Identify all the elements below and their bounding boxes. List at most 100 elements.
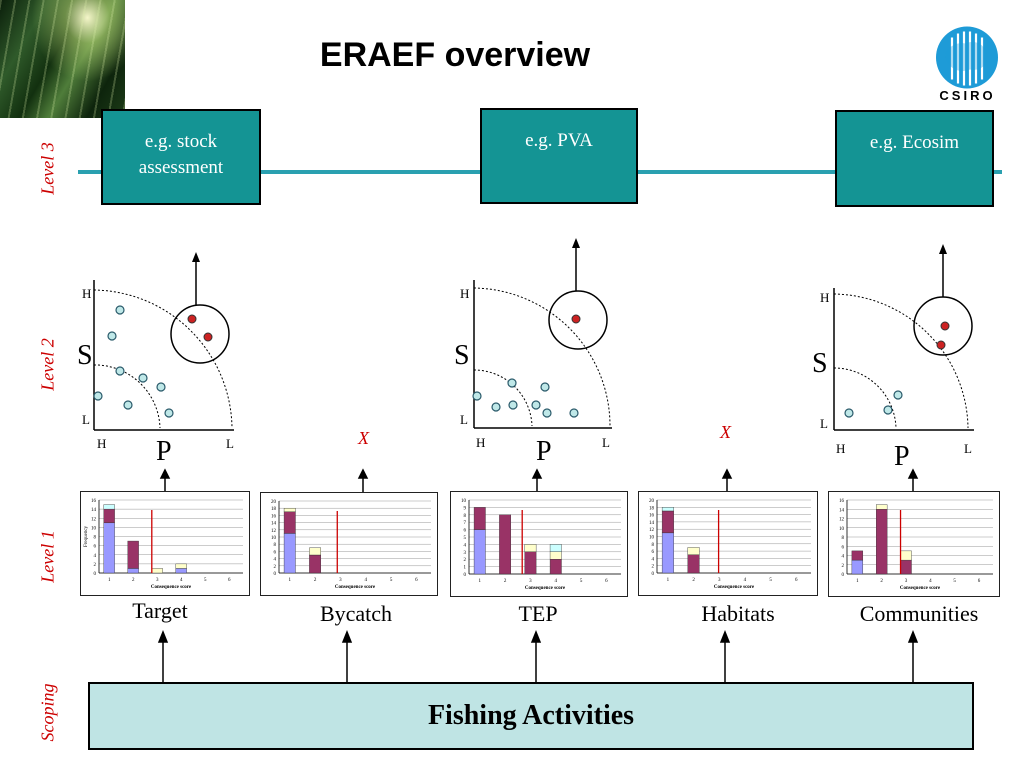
chart-y-tick-label: 14 xyxy=(91,508,97,513)
chart-y-tick-label: 12 xyxy=(91,517,97,522)
chart-bar xyxy=(661,510,674,534)
level-3-label: Level 3 xyxy=(37,142,58,195)
component-label-habitats: Habitats xyxy=(701,601,775,626)
chart-y-tick-label: 12 xyxy=(649,528,655,533)
chart-x-tick-label: 2 xyxy=(314,578,317,583)
psa-y-low-label: L xyxy=(82,412,90,427)
chart-y-tick-label: 8 xyxy=(652,543,655,548)
psa-inner-risk-arc xyxy=(473,369,533,427)
chart-x-tick-label: 5 xyxy=(953,579,956,584)
chart-y-tick-label: 12 xyxy=(839,518,845,523)
chart-y-tick-label: 10 xyxy=(91,526,97,531)
chart-y-tick-label: 1 xyxy=(464,566,467,571)
chart-y-tick-label: 18 xyxy=(649,506,655,511)
chart-y-tick-label: 0 xyxy=(274,572,277,577)
chart-x-tick-label: 4 xyxy=(929,579,932,584)
chart-y-tick-label: 20 xyxy=(649,499,655,504)
psa-plot-tep: H L S H L P xyxy=(454,238,612,467)
level-2-label: Level 2 xyxy=(37,338,58,391)
chart-x-tick-label: 1 xyxy=(479,579,482,584)
psa-point xyxy=(883,405,893,415)
chart-bar xyxy=(473,507,486,530)
chart-x-axis-label: Consequence score xyxy=(335,585,376,590)
chart-bar xyxy=(549,544,562,553)
chart-y-tick-label: 10 xyxy=(271,536,277,541)
arrow-head-icon xyxy=(341,629,353,643)
chart-y-tick-label: 0 xyxy=(652,572,655,577)
chart-bar xyxy=(524,544,537,553)
chart-y-tick-label: 8 xyxy=(274,543,277,548)
psa-x-low-label: L xyxy=(964,441,972,456)
arrow-head-icon xyxy=(157,629,169,643)
psa-x-high-label: H xyxy=(97,436,106,451)
arrow-head-icon xyxy=(192,252,200,262)
chart-y-tick-label: 2 xyxy=(274,565,277,570)
psa-p-label: P xyxy=(156,436,172,467)
chart-x-tick-label: 6 xyxy=(795,578,798,583)
chart-x-tick-label: 1 xyxy=(667,578,670,583)
chart-y-tick-label: 14 xyxy=(649,521,655,526)
chart-bar xyxy=(103,504,115,510)
chart-y-tick-label: 5 xyxy=(464,536,467,541)
chart-bar xyxy=(127,568,139,574)
psa-outer-risk-arc xyxy=(93,289,233,429)
chart-x-tick-label: 4 xyxy=(555,579,558,584)
arrow-head-icon xyxy=(530,629,542,643)
psa-point xyxy=(138,373,148,383)
psa-outer-risk-arc xyxy=(833,293,969,429)
chart-x-tick-label: 4 xyxy=(365,578,368,583)
arrow-head-icon xyxy=(907,629,919,643)
psa-p-label: P xyxy=(894,441,910,472)
chart-x-tick-label: 3 xyxy=(718,578,721,583)
psa-s-label: S xyxy=(77,340,93,371)
psa-points xyxy=(93,305,213,418)
chart-y-tick-label: 14 xyxy=(839,508,845,513)
psa-inner-risk-arc xyxy=(833,367,897,429)
habitats-not-applicable-mark: X xyxy=(720,422,731,442)
psa-y-low-label: L xyxy=(460,412,468,427)
chart-y-tick-label: 6 xyxy=(464,529,467,534)
chart-y-tick-label: 4 xyxy=(274,558,277,563)
psa-x-low-label: L xyxy=(226,436,234,451)
chart-bar xyxy=(687,547,700,555)
chart-x-tick-label: 6 xyxy=(415,578,418,583)
chart-bar xyxy=(687,554,700,574)
psa-high-risk-circle xyxy=(548,290,608,350)
chart-y-tick-label: 2 xyxy=(464,558,467,563)
chart-bar xyxy=(549,551,562,560)
chart-bar xyxy=(524,551,537,575)
chart-x-tick-label: 3 xyxy=(905,579,908,584)
logo-wordmark: CSIRO xyxy=(939,88,996,103)
psa-high-risk-point xyxy=(187,314,197,324)
component-label-tep: TEP xyxy=(518,601,558,626)
psa-high-risk-point xyxy=(571,314,581,324)
chart-y-tick-label: 6 xyxy=(94,545,97,550)
chart-bar xyxy=(127,540,139,569)
psa-s-label: S xyxy=(812,348,828,379)
psa-points xyxy=(844,321,950,418)
chart-y-tick-label: 4 xyxy=(842,555,845,560)
component-label-bycatch: Bycatch xyxy=(319,601,393,626)
chart-x-tick-label: 3 xyxy=(529,579,532,584)
psa-point xyxy=(893,390,903,400)
level-3-box-ecosim: e.g. Ecosim xyxy=(835,110,994,207)
chart-y-tick-label: 0 xyxy=(842,573,845,578)
psa-high-risk-point xyxy=(940,321,950,331)
chart-x-tick-label: 1 xyxy=(856,579,859,584)
chart-y-tick-label: 4 xyxy=(94,554,97,559)
chart-bar xyxy=(283,507,296,512)
arrow-head-icon xyxy=(357,468,369,479)
psa-p-label: P xyxy=(536,436,552,467)
chart-x-tick-label: 5 xyxy=(390,578,393,583)
psa-y-high-label: H xyxy=(820,290,829,305)
chart-x-tick-label: 3 xyxy=(339,578,342,583)
chart-x-axis-label: Consequence score xyxy=(714,585,755,590)
chart-bar xyxy=(103,522,115,574)
chart-y-tick-label: 8 xyxy=(842,536,845,541)
chart-x-tick-label: 2 xyxy=(132,578,135,583)
psa-x-high-label: H xyxy=(476,435,485,450)
chart-x-tick-label: 6 xyxy=(605,579,608,584)
chart-x-tick-label: 2 xyxy=(880,579,883,584)
psa-high-risk-point xyxy=(203,332,213,342)
psa-point xyxy=(472,391,482,401)
